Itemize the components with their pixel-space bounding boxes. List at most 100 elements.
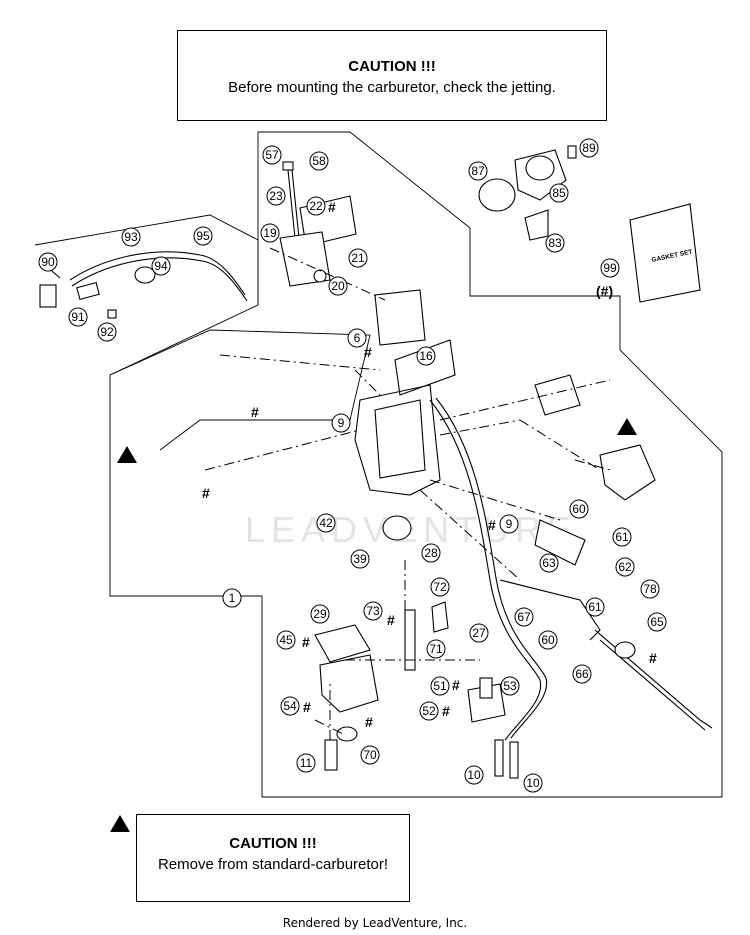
callout-58: 58 [309,151,329,171]
svg-text:95: 95 [196,229,210,243]
callout-9a: 9 [331,413,351,433]
svg-text:#: # [649,650,657,666]
svg-text:72: 72 [433,580,447,594]
callout-1: 1 [222,588,242,608]
svg-text:10: 10 [526,776,540,790]
callout-22: 22 [306,196,326,216]
svg-text:28: 28 [424,546,438,560]
svg-text:45: 45 [279,633,293,647]
svg-text:22: 22 [309,199,323,213]
pump-lever [534,374,581,416]
svg-text:71: 71 [429,642,443,656]
cap-70 [336,726,358,742]
caution-top-title: CAUTION !!! [348,58,436,75]
warning-triangle-right [617,418,637,435]
svg-text:29: 29 [313,607,327,621]
caution-top-text: Before mounting the carburetor, check th… [228,79,556,96]
svg-text:73: 73 [366,604,380,618]
svg-text:52: 52 [422,704,436,718]
svg-text:#: # [303,699,311,715]
hose-10b [509,741,519,779]
svg-text:#: # [387,612,395,628]
callout-70: 70 [360,745,380,765]
callout-10b: 10 [523,773,543,793]
callout-89: 89 [579,138,599,158]
svg-text:#: # [251,404,259,420]
svg-text:#: # [202,485,210,501]
callout-20: 20 [328,276,348,296]
svg-text:94: 94 [154,259,168,273]
callout-85: 85 [549,183,569,203]
carburetor-body [354,289,713,731]
callout-60b: 60 [538,630,558,650]
callout-63: 63 [539,553,559,573]
gasket-45 [314,624,371,663]
callout-78: 78 [640,579,660,599]
callout-61a: 61 [612,527,632,547]
svg-text:#: # [302,634,310,650]
caution-bottom-title: CAUTION !!! [229,835,317,852]
svg-text:54: 54 [283,699,297,713]
callout-94: 94 [151,256,171,276]
spring-53 [479,677,493,699]
svg-text:16: 16 [419,349,433,363]
svg-text:#: # [452,677,460,693]
callout-57: 57 [262,145,282,165]
svg-text:9: 9 [338,416,345,430]
svg-text:6: 6 [354,331,361,345]
svg-text:#: # [442,703,450,719]
svg-text:9: 9 [506,517,513,531]
throttle-lever [599,444,656,501]
svg-text:20: 20 [331,279,345,293]
callout-23: 23 [266,186,286,206]
callout-72: 72 [430,577,450,597]
callout-9b: 9 [499,514,519,534]
svg-text:27: 27 [472,626,486,640]
hose-10a [494,739,504,777]
callout-54: 54 [280,696,300,716]
svg-text:87: 87 [471,164,485,178]
callout-28: 28 [421,543,441,563]
callout-62: 62 [615,557,635,577]
svg-text:51: 51 [433,679,447,693]
svg-text:58: 58 [312,154,326,168]
svg-text:90: 90 [41,255,55,269]
svg-text:42: 42 [319,516,333,530]
nut-92 [107,309,117,319]
throttle-cable-group [39,251,248,319]
callout-53: 53 [500,676,520,696]
callout-19: 19 [260,223,280,243]
callout-91: 91 [68,307,88,327]
svg-text:#: # [365,714,373,730]
callout-11: 11 [296,753,316,773]
warning-triangle-left [117,446,137,463]
caution-box-top: CAUTION !!! Before mounting the carburet… [177,30,607,121]
linkage-frame [109,329,371,451]
svg-text:61: 61 [615,530,629,544]
hash-marks: # # # # # # # # # # # # [202,199,657,730]
callout-93: 93 [121,227,141,247]
slide-6 [374,289,426,346]
adjuster-91 [39,284,57,308]
jet-73 [404,609,416,671]
svg-text:67: 67 [517,610,531,624]
svg-text:65: 65 [650,615,664,629]
pump-63 [534,519,586,566]
float-bowl [314,601,519,779]
callout-29: 29 [310,604,330,624]
callout-45: 45 [276,630,296,650]
float-71 [431,601,449,633]
svg-text:99: 99 [603,261,617,275]
svg-text:61: 61 [588,600,602,614]
svg-text:19: 19 [263,226,277,240]
overflow-hose [429,399,542,741]
o-ring-87 [478,178,516,212]
carb-body [354,384,441,496]
warning-triangle-bottom [110,815,130,832]
svg-text:70: 70 [363,748,377,762]
assembly-lines [204,247,611,740]
svg-text:21: 21 [351,251,365,265]
svg-text:91: 91 [71,310,85,324]
seal-20 [313,269,327,283]
